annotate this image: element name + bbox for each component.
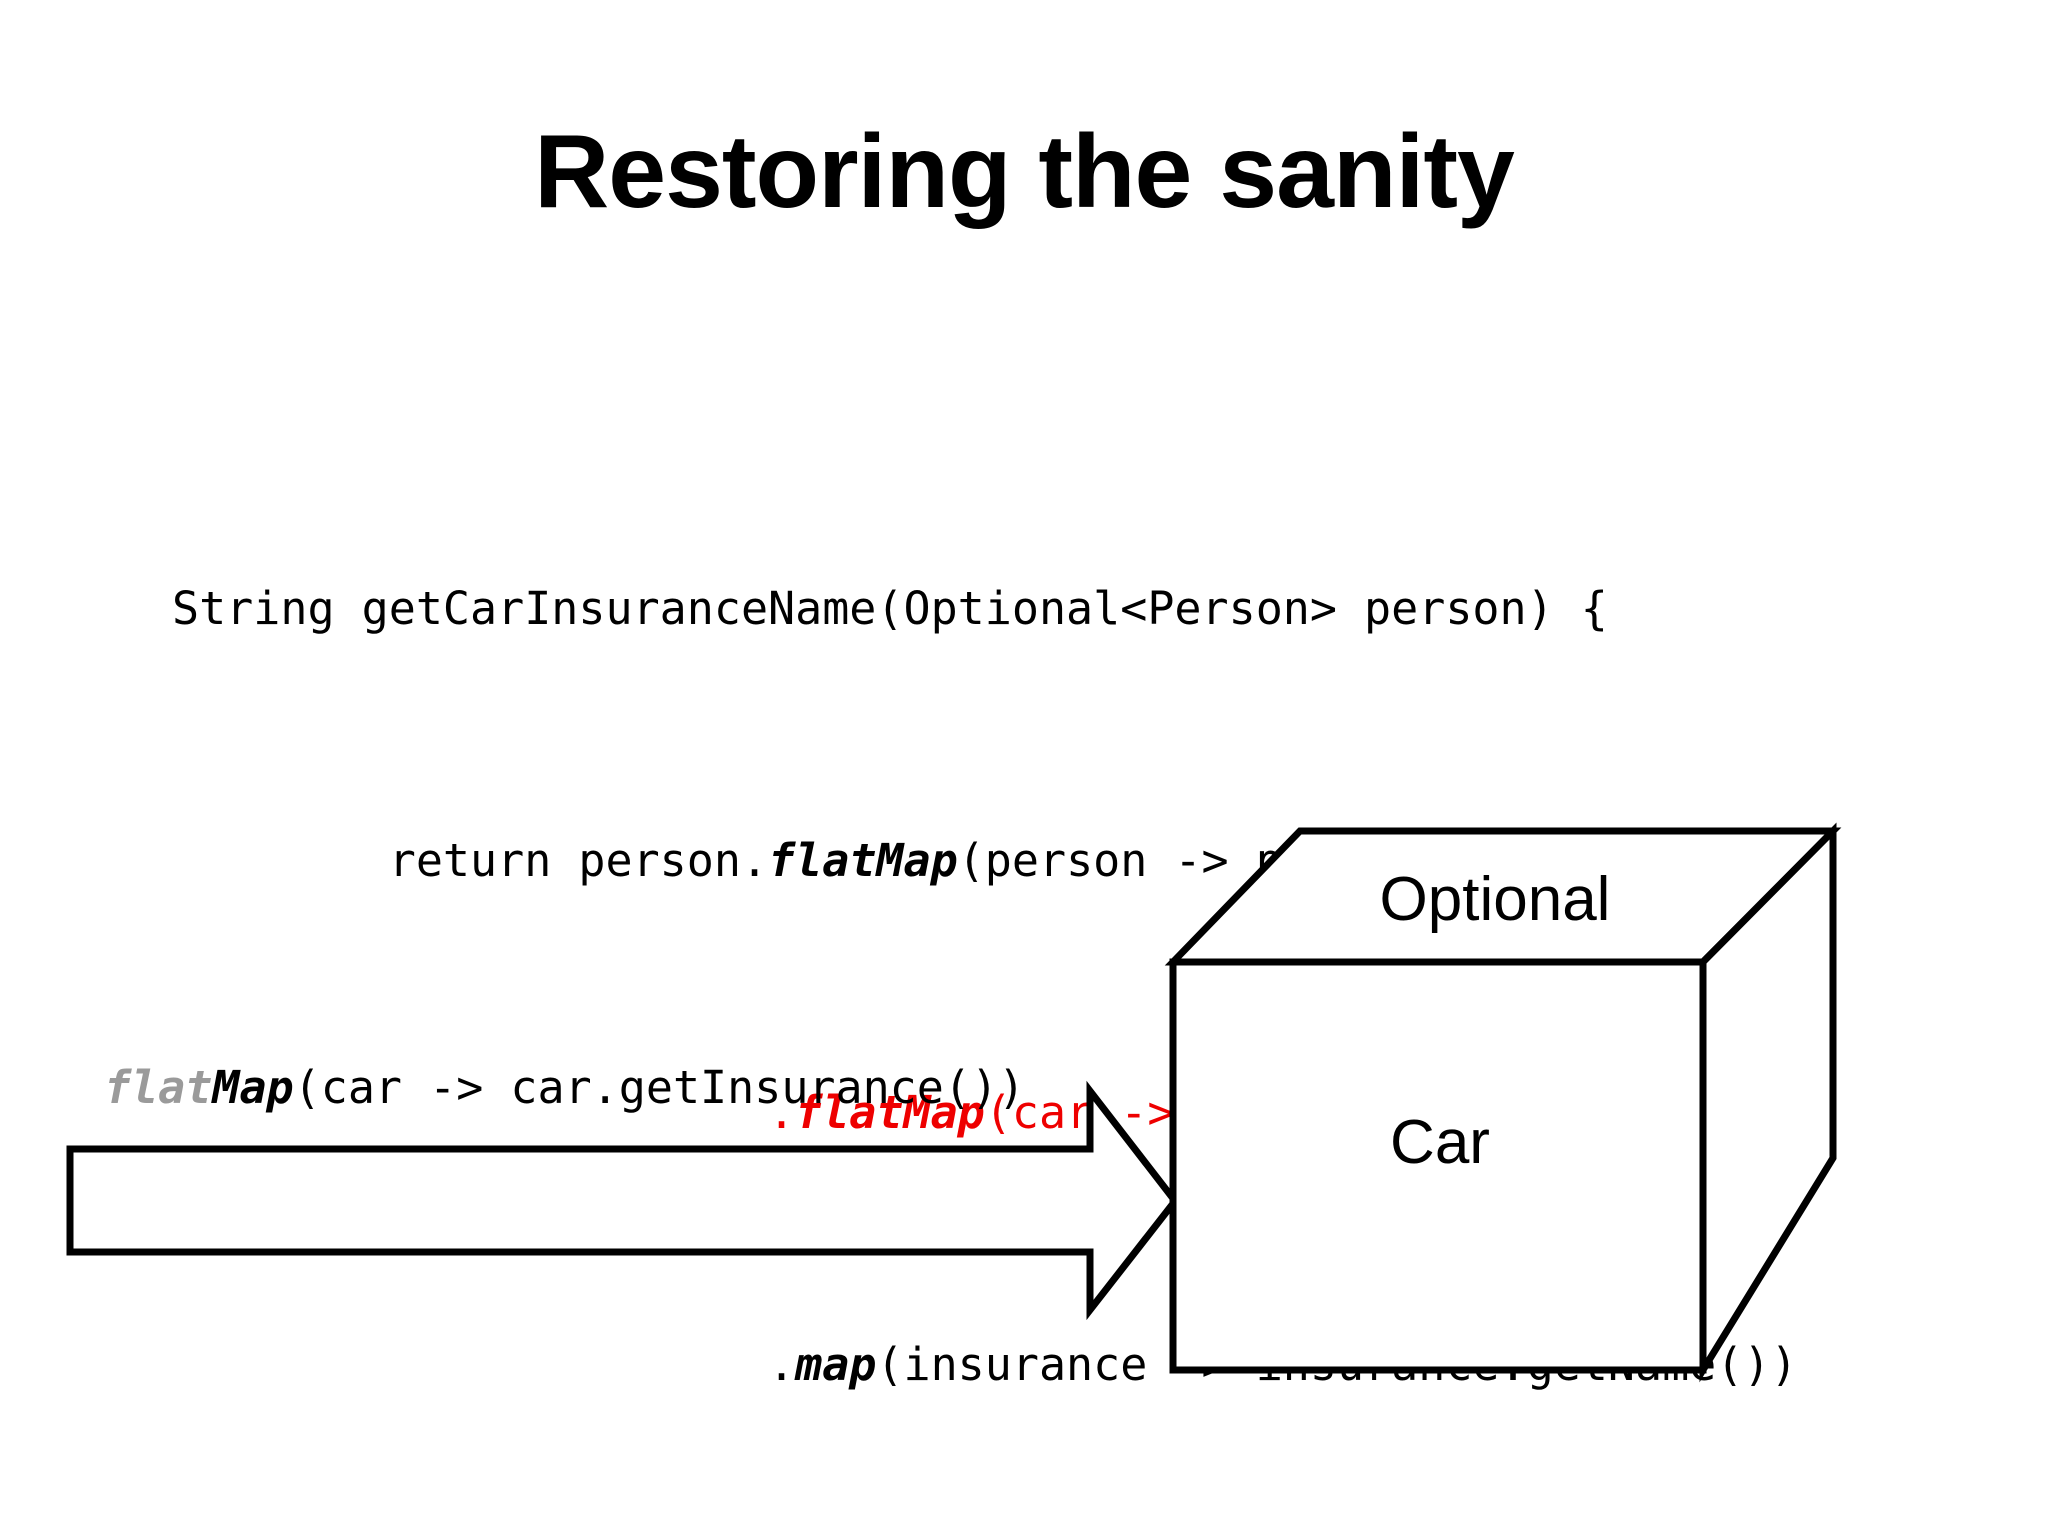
code-line-1: String getCarInsuranceName(Optional<Pers… — [172, 577, 1798, 640]
cube-front-face-label: Car — [1390, 1108, 1490, 1177]
code-segment: String getCarInsuranceName(Optional<Pers… — [172, 582, 1608, 635]
code-indent — [172, 1338, 768, 1391]
code-keyword-map: map — [795, 1338, 877, 1391]
arrow-label: flatMap(car -> car.getInsurance()) — [104, 1058, 1025, 1118]
code-keyword-flatmap: flatMap — [768, 834, 958, 887]
code-segment: (insurance -> insurance.getName()) — [876, 1338, 1798, 1391]
cube-top-face-label: Optional — [1379, 865, 1611, 934]
page-title: Restoring the sanity — [534, 114, 1515, 230]
code-line-4: .map(insurance -> insurance.getName()) — [172, 1333, 1798, 1396]
arrow-label-prefix: flat — [104, 1061, 213, 1114]
code-block: String getCarInsuranceName(Optional<Pers… — [172, 388, 1798, 1536]
arrow-label-emphasis: Map — [212, 1061, 294, 1114]
arrow-label-suffix: (car -> car.getInsurance()) — [293, 1061, 1026, 1114]
code-segment: return person. — [388, 834, 769, 887]
code-indent — [172, 834, 389, 887]
code-segment: . — [768, 1338, 796, 1391]
